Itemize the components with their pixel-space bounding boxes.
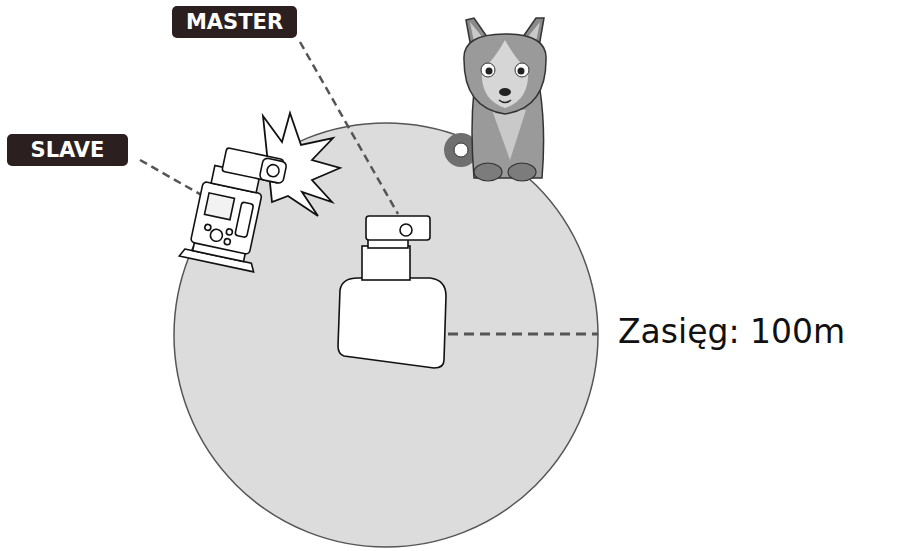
label-tag: SLAVE [7,134,128,166]
label-tag: MASTER [172,6,297,38]
tag-text: MASTER [172,8,297,36]
master-camera [338,216,446,368]
dog-figure [444,18,546,181]
slave-flash [179,143,287,274]
range-label: Zasięg: 100m [618,312,845,352]
flash-burst [263,113,340,216]
tag-text: SLAVE [7,136,128,164]
range-circle [174,123,598,547]
